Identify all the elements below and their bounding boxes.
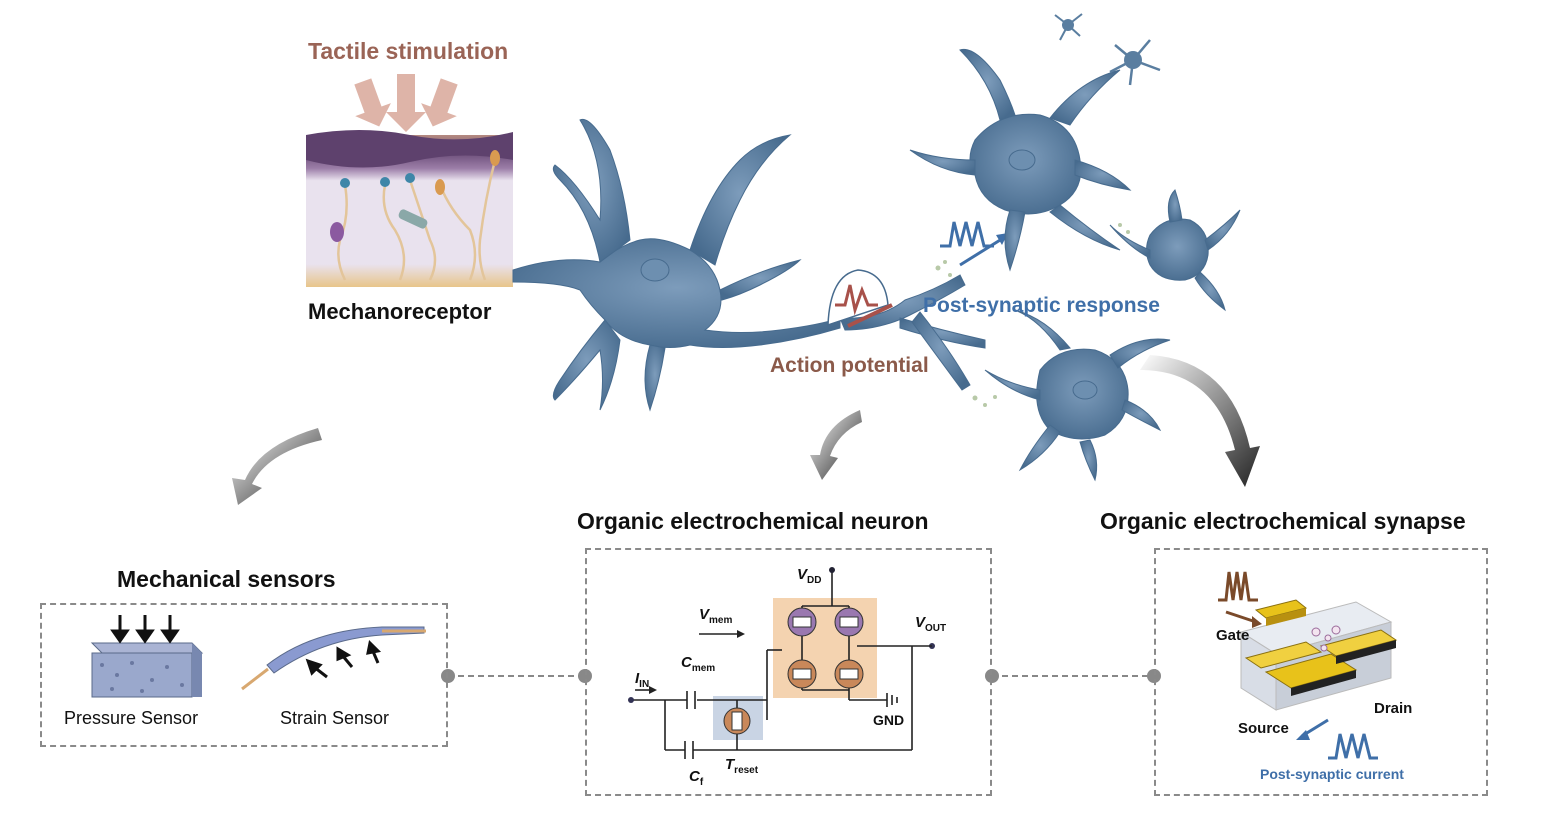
tactile-stimulation-label: Tactile stimulation [308, 38, 509, 64]
tactile-arrows [354, 74, 458, 132]
vout-label: VOUT [915, 614, 947, 634]
strain-sensor-label: Strain Sensor [280, 708, 390, 728]
gate-label: Gate [1216, 627, 1250, 644]
action-potential-arrow [847, 303, 893, 328]
mechanical-sensors-panel: Pressure Sensor Strain Sensor [40, 603, 448, 747]
cf-label: Cf [689, 768, 704, 788]
action-potential-spike [835, 284, 878, 316]
postsynaptic-neuron-right [1109, 189, 1241, 312]
post-synaptic-spikes [940, 221, 994, 248]
gnd-label: GND [873, 712, 905, 728]
small-neurons [1054, 13, 1161, 86]
presynaptic-neuron [512, 118, 986, 412]
action-potential-label: Action potential [770, 354, 929, 377]
postsynaptic-neuron-bottom [984, 309, 1171, 482]
mechanoreceptor-label: Mechanoreceptor [308, 299, 492, 324]
oen-panel: VDD Vmem VOUT IIN Cmem Cf Treset GND [585, 548, 992, 796]
cmem-label: Cmem [681, 654, 716, 674]
skin-illustration [306, 130, 513, 287]
post-synaptic-response-label: Post-synaptic response [923, 294, 1160, 317]
pressure-sensor-label: Pressure Sensor [64, 708, 199, 728]
sensors-drawing [90, 615, 426, 698]
treset-label: Treset [725, 756, 759, 776]
curved-arrow-left [232, 428, 322, 505]
oen-title: Organic electrochemical neuron [577, 508, 929, 534]
oes-device [1218, 571, 1398, 760]
mechanical-sensors-title: Mechanical sensors [117, 566, 336, 592]
oes-title: Organic electrochemical synapse [1100, 508, 1466, 534]
iin-label: IIN [635, 670, 650, 690]
vdd-label: VDD [797, 566, 822, 586]
curved-arrow-middle [810, 410, 862, 480]
source-label: Source [1238, 720, 1289, 737]
psc-label: Post-synaptic current [1260, 766, 1404, 782]
neurotransmitter-dots [935, 223, 1130, 407]
oes-panel: Gate Source Drain Post-synaptic current [1154, 548, 1488, 796]
drain-label: Drain [1374, 700, 1413, 717]
vmem-label: Vmem [699, 606, 733, 626]
curved-arrow-right [1140, 355, 1260, 487]
oen-circuit [628, 567, 935, 759]
transistor-symbols [723, 607, 864, 735]
